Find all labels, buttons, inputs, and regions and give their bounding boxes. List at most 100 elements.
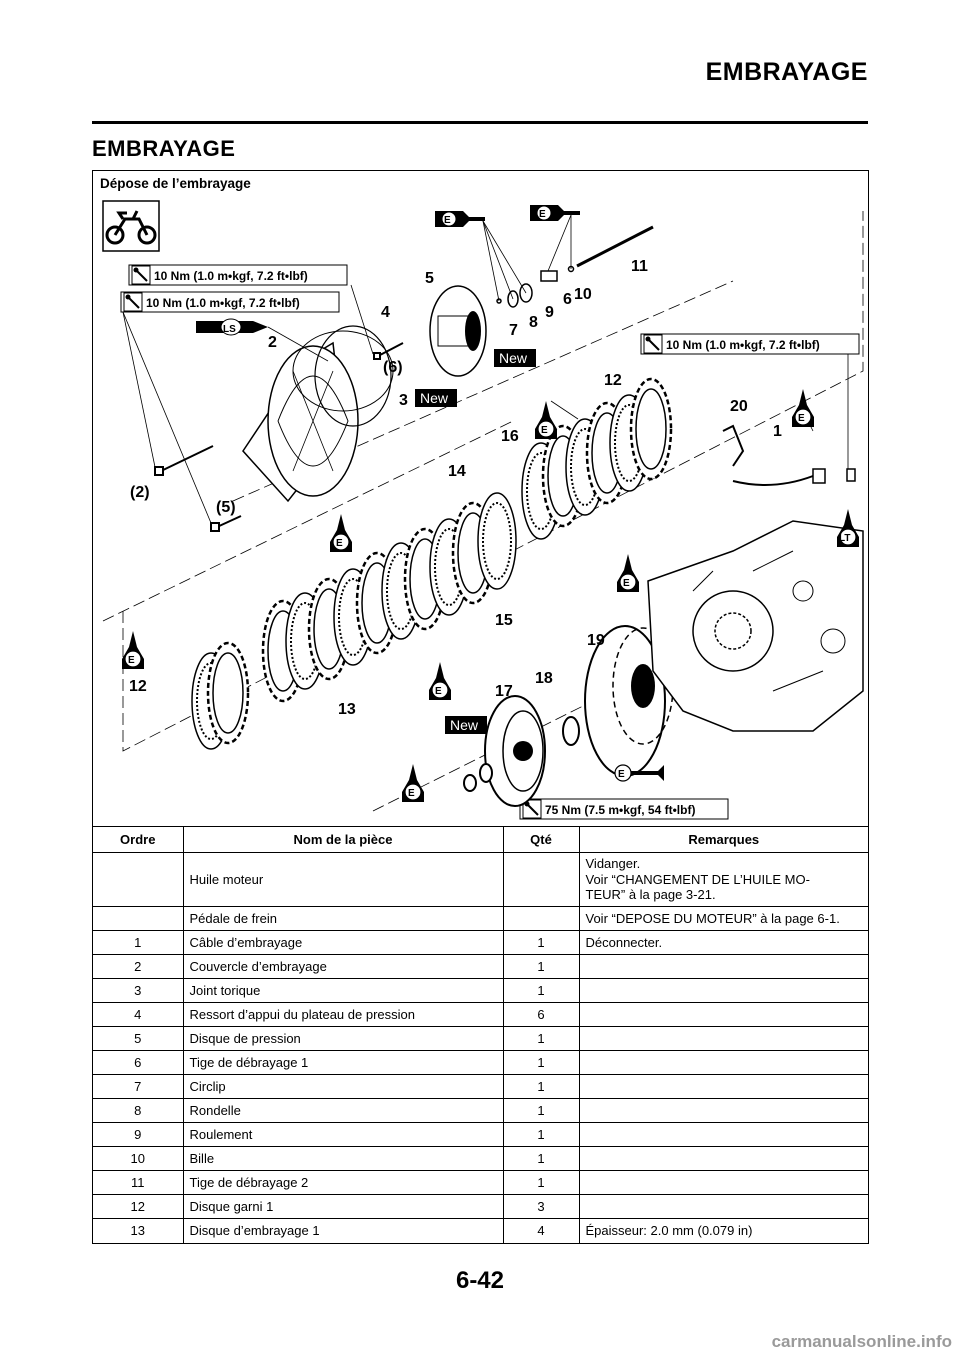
table-header-row: Ordre Nom de la pièce Qté Remarques	[93, 826, 868, 853]
clutch-cable	[722, 424, 856, 486]
row-name: Circlip	[182, 1074, 503, 1099]
section-title: EMBRAYAGE	[92, 136, 236, 161]
svg-text:E: E	[541, 425, 548, 436]
row-remarks	[578, 1146, 868, 1171]
row-name: Bille	[182, 1146, 503, 1171]
row-name: Ressort d’appui du plateau de pression	[182, 1002, 503, 1027]
clutch-boss	[463, 695, 580, 807]
svg-text:3: 3	[399, 392, 408, 409]
svg-text:E: E	[435, 686, 442, 697]
torque-label-cover-bolt-2: 10 Nm (1.0 m•kgf, 7.2 ft•lbf)	[120, 291, 340, 313]
svg-text:8: 8	[529, 314, 538, 331]
svg-text:E: E	[623, 578, 630, 589]
svg-text:E: E	[618, 769, 625, 780]
row-remarks	[578, 1026, 868, 1051]
svg-text:E: E	[444, 215, 451, 226]
table-row: 11 Tige de débrayage 2 1	[93, 1170, 868, 1195]
svg-text:LS: LS	[223, 324, 236, 335]
col-order: Ordre	[93, 826, 183, 853]
row-name: Couvercle d’embrayage	[182, 954, 503, 979]
svg-text:10 Nm (1.0 m•kgf, 7.2 ft•lbf): 10 Nm (1.0 m•kgf, 7.2 ft•lbf)	[154, 269, 308, 283]
col-quantity: Qté	[502, 826, 579, 853]
engine-crankcase	[647, 520, 864, 732]
row-order	[93, 852, 183, 907]
table-row: 10 Bille 1	[93, 1146, 868, 1171]
row-order: 4	[93, 1002, 183, 1027]
svg-text:E: E	[539, 209, 546, 220]
row-order: 1	[93, 930, 183, 955]
row-order: 13	[130, 1222, 145, 1238]
row-qty: 4	[502, 1218, 579, 1243]
new-badge-o-ring: New	[415, 389, 457, 407]
svg-text:18: 18	[535, 670, 553, 687]
svg-text:(6): (6)	[383, 359, 403, 376]
row-remarks: Déconnecter.	[578, 930, 868, 955]
callout-numbers: 1 2 3 4 5 6 7 8 9 10 11 12 12 13 14 15 1…	[129, 258, 782, 718]
row-remarks	[578, 1002, 868, 1027]
new-badge-circlip: New	[494, 349, 536, 367]
row-order: 9	[93, 1122, 183, 1147]
table-row: 7 Circlip 1	[93, 1074, 868, 1099]
svg-text:E: E	[798, 413, 805, 424]
clutch-exploded-diagram: 10 Nm (1.0 m•kgf, 7.2 ft•lbf) 10 Nm (1.0…	[102, 200, 864, 820]
bolts	[154, 342, 404, 532]
row-qty: 1	[502, 930, 579, 955]
svg-text:19: 19	[587, 632, 605, 649]
row-qty: 1	[502, 1074, 579, 1099]
watermark: carmanualsonline.info	[771, 1332, 952, 1351]
svg-text:(2): (2)	[130, 484, 150, 501]
row-qty	[502, 906, 579, 931]
leader-lines	[122, 214, 849, 524]
oil-can-icon: E E	[435, 205, 580, 227]
svg-text:9: 9	[545, 304, 554, 321]
row-name: Pédale de frein	[182, 906, 503, 931]
row-remarks	[578, 954, 868, 979]
table-row: 6 Tige de débrayage 1 1	[93, 1050, 868, 1075]
table-row: 4 Ressort d’appui du plateau de pression…	[93, 1002, 868, 1027]
row-order: 10	[93, 1146, 183, 1171]
motorcycle-icon	[102, 200, 160, 252]
svg-text:2: 2	[268, 334, 277, 351]
row-name: Disque garni 1	[182, 1194, 503, 1219]
row-name: Rondelle	[182, 1098, 503, 1123]
row-order: 2	[93, 954, 183, 979]
row-remarks	[578, 1074, 868, 1099]
table-row: 5 Disque de pression 1	[93, 1026, 868, 1051]
svg-text:New: New	[499, 350, 528, 366]
svg-text:LT: LT	[839, 533, 850, 544]
torque-label-hub-nut: 75 Nm (7.5 m•kgf, 54 ft•lbf)	[519, 798, 729, 820]
row-remarks: Voir “DEPOSE DU MOTEUR” à la page 6-1.	[578, 906, 868, 931]
row-order: 3	[93, 978, 183, 1003]
svg-text:E: E	[336, 538, 343, 549]
row-remarks	[578, 978, 868, 1003]
row-qty	[502, 852, 579, 907]
row-qty: 1	[502, 954, 579, 979]
pressure-plate	[429, 285, 487, 377]
svg-text:5: 5	[425, 270, 434, 287]
clutch-disc-stack-upper	[521, 377, 673, 540]
table-row: 8 Rondelle 1	[93, 1098, 868, 1123]
row-qty: 1	[502, 1098, 579, 1123]
row-order	[93, 906, 183, 931]
header-rule	[92, 121, 868, 124]
grease-tube-icon: LS	[196, 318, 268, 336]
svg-text:12: 12	[129, 678, 147, 695]
svg-text:New: New	[420, 390, 449, 406]
row-name: Tige de débrayage 1	[182, 1050, 503, 1075]
row-qty: 1	[502, 1146, 579, 1171]
table-row: Huile moteur Vidanger. Voir “CHANGEMENT …	[93, 852, 868, 907]
svg-text:10 Nm (1.0 m•kgf, 7.2 ft•lbf): 10 Nm (1.0 m•kgf, 7.2 ft•lbf)	[666, 338, 820, 352]
svg-text:10 Nm (1.0 m•kgf, 7.2 ft•lbf): 10 Nm (1.0 m•kgf, 7.2 ft•lbf)	[146, 296, 300, 310]
svg-text:E: E	[408, 788, 415, 799]
svg-text:1: 1	[773, 423, 782, 440]
parts-table: Ordre Nom de la pièce Qté Remarques Huil…	[93, 826, 868, 1243]
row-qty: 1	[502, 1050, 579, 1075]
row-qty: 6	[502, 1002, 579, 1027]
row-remarks	[578, 1122, 868, 1147]
row-remarks: Vidanger. Voir “CHANGEMENT DE L’HUILE MO…	[578, 852, 868, 907]
row-name: Tige de débrayage 2	[182, 1170, 503, 1195]
row-qty: 1	[502, 978, 579, 1003]
col-part-name: Nom de la pièce	[182, 826, 503, 853]
clutch-cover	[242, 330, 394, 503]
svg-text:75 Nm (7.5 m•kgf, 54 ft•lbf): 75 Nm (7.5 m•kgf, 54 ft•lbf)	[545, 803, 695, 817]
